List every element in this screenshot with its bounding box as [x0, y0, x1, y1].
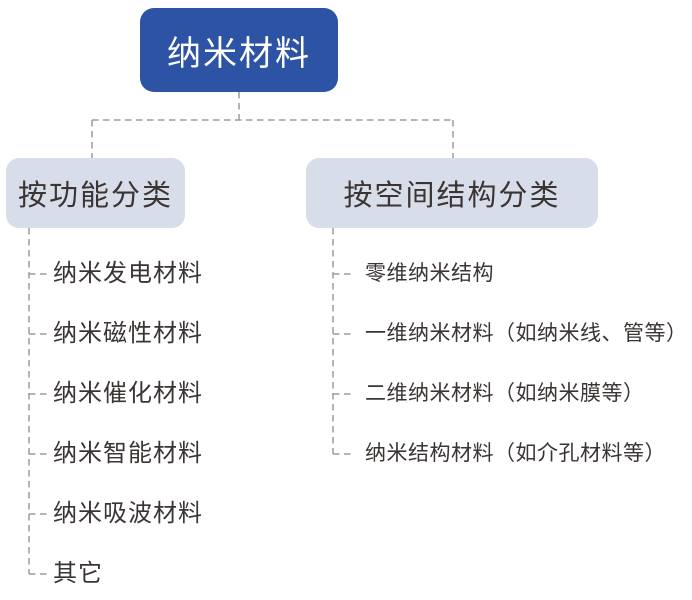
leaf-function-5[interactable]: 纳米吸波材料	[53, 500, 203, 527]
branch-node-function[interactable]: 按功能分类	[6, 158, 185, 228]
branch-node-structure[interactable]: 按空间结构分类	[306, 158, 598, 228]
branch-node-function-label: 按功能分类	[17, 180, 173, 212]
leaf-function-3[interactable]: 纳米催化材料	[53, 380, 203, 407]
leaf-function-4[interactable]: 纳米智能材料	[53, 440, 203, 467]
leaf-structure-2[interactable]: 一维纳米材料（如纳米线、管等）	[365, 322, 688, 345]
leaf-function-6[interactable]: 其它	[53, 560, 103, 587]
leaf-function-2[interactable]: 纳米磁性材料	[53, 320, 203, 347]
leaf-structure-1[interactable]: 零维纳米结构	[365, 262, 494, 285]
branch-node-structure-label: 按空间结构分类	[343, 180, 561, 212]
root-node[interactable]: 纳米材料	[140, 8, 338, 92]
leaf-structure-3[interactable]: 二维纳米材料（如纳米膜等）	[365, 382, 645, 405]
root-node-label: 纳米材料	[167, 34, 311, 73]
leaf-function-1[interactable]: 纳米发电材料	[53, 260, 203, 287]
leaf-structure-4[interactable]: 纳米结构材料（如介孔材料等）	[365, 442, 666, 465]
